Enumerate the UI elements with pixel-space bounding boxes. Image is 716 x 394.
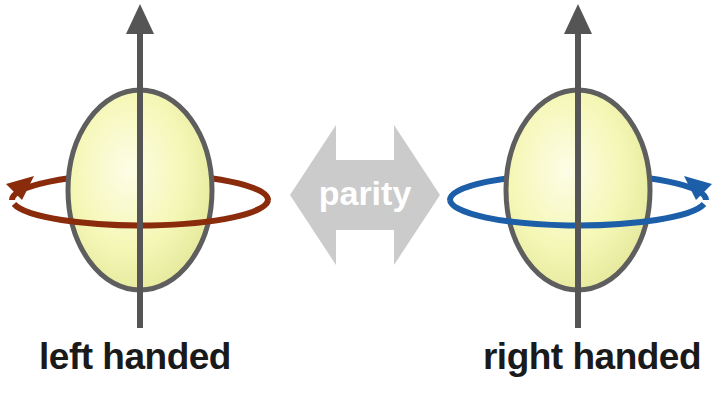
caption-label: left handed	[39, 336, 231, 378]
right-particle	[450, 4, 712, 328]
parity-arrow	[290, 125, 440, 265]
operation-label: parity	[319, 174, 412, 213]
parity-shape: parity	[315, 171, 416, 216]
left-particle	[6, 4, 268, 328]
caption-label: right handed	[483, 336, 701, 378]
